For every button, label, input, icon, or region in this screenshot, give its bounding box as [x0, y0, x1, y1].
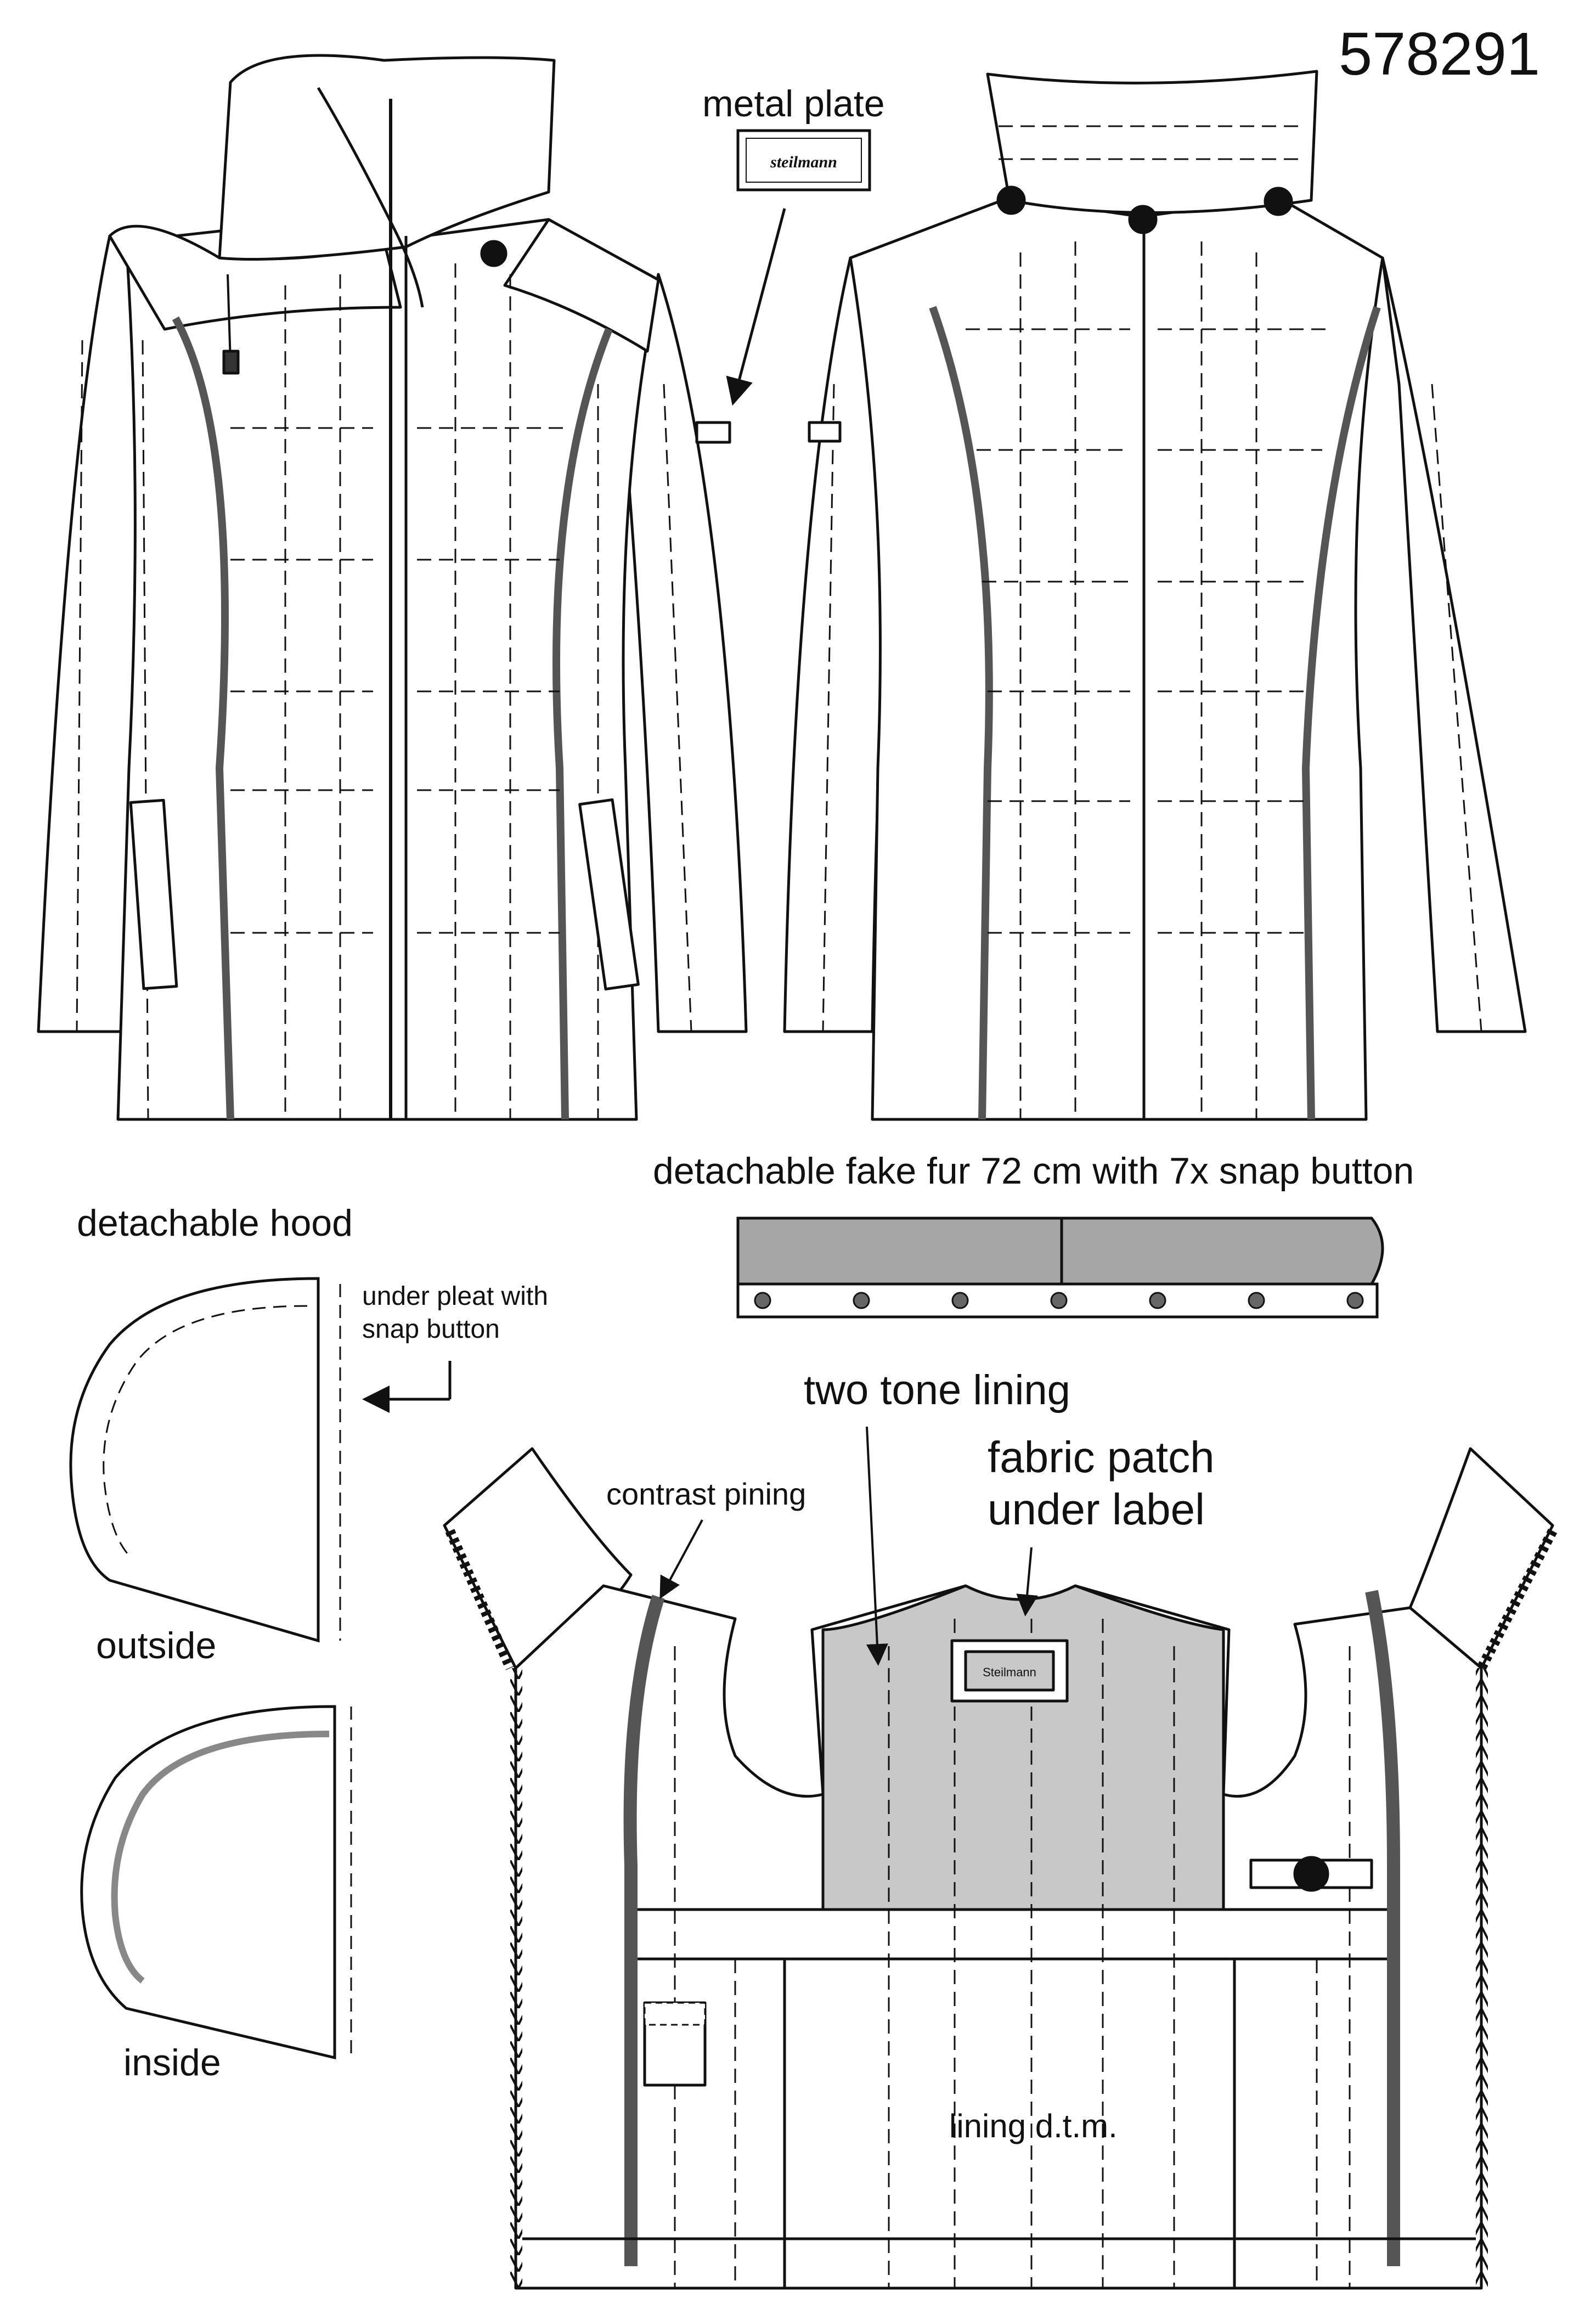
- article-number: 578291: [1339, 20, 1541, 88]
- snap-button: [754, 1292, 771, 1309]
- back-button-2: [1128, 205, 1158, 234]
- fabric-patch-label-2: under label: [988, 1485, 1205, 1534]
- lining-right-zipper: [1476, 1668, 1488, 2288]
- back-right-piping: [1302, 306, 1381, 1120]
- open-jacket-lining: [443, 1447, 1557, 2290]
- under-pleat-line1: under pleat with: [362, 1282, 548, 1311]
- back-view: [783, 70, 1527, 1121]
- hood-outside-label: outside: [96, 1625, 217, 1666]
- front-sleeve-plate: [695, 421, 731, 444]
- lining-dtm-label: lining d.t.m.: [949, 2108, 1118, 2144]
- lining-left-zipper: [510, 1668, 522, 2288]
- back-quilt-lines: [822, 125, 1482, 1119]
- front-body: [116, 218, 660, 1121]
- front-right-yoke: [503, 218, 660, 353]
- lining-left-piping: [623, 1595, 665, 2266]
- fake-fur-snaps: [754, 1292, 1364, 1309]
- back-collar: [986, 70, 1318, 214]
- hood-inside: [80, 1705, 352, 2060]
- back-body: [849, 196, 1384, 1121]
- lining-inner-tab-button: [1293, 1856, 1329, 1892]
- fake-fur-piece: [736, 1217, 1384, 1319]
- snap-button: [853, 1292, 870, 1309]
- metal-plate-callout: [726, 129, 871, 406]
- lining-brand-label: [964, 1650, 1055, 1692]
- two-tone-lining-arrow: [866, 1426, 888, 1666]
- front-collar: [218, 54, 556, 261]
- snap-button: [1050, 1292, 1068, 1309]
- front-collar-fold: [317, 87, 424, 308]
- hood-outside-shape: [69, 1277, 320, 1643]
- snap-button: [1248, 1292, 1265, 1309]
- lining-seams: [674, 1619, 1351, 2288]
- hood-outside: [69, 1277, 341, 1643]
- snap-button: [1346, 1292, 1364, 1309]
- fabric-patch-arrow: [1016, 1547, 1039, 1617]
- front-drawcord: [227, 274, 232, 363]
- front-left-piping: [172, 316, 234, 1120]
- metal-plate-brand: steilmann: [770, 153, 837, 171]
- back-button-1: [996, 185, 1026, 215]
- back-left-piping: [929, 306, 993, 1120]
- metal-plate-box: [736, 129, 871, 192]
- metal-plate-label: metal plate: [702, 83, 885, 125]
- front-view: [37, 54, 748, 1121]
- snap-button: [1149, 1292, 1166, 1309]
- two-tone-lining-label: two tone lining: [804, 1367, 1070, 1413]
- back-right-sleeve: [1381, 256, 1527, 1033]
- front-left-pocket: [129, 798, 178, 990]
- under-pleat-line2: snap button: [362, 1315, 500, 1344]
- front-right-pocket: [578, 798, 640, 991]
- hood-inside-label: inside: [123, 2042, 221, 2083]
- front-collar-button: [480, 240, 507, 267]
- contrast-pining-arrow: [659, 1519, 703, 1600]
- contrast-pining-label: contrast pining: [606, 1477, 807, 1511]
- lining-contrast-panel: [821, 1584, 1225, 1911]
- fake-fur-label: detachable fake fur 72 cm with 7x snap b…: [653, 1150, 1414, 1192]
- back-sleeve-plate: [808, 421, 842, 443]
- hood-inside-shape: [80, 1705, 336, 2060]
- fabric-patch-label-1: fabric patch: [988, 1433, 1215, 1482]
- metal-plate-arrow: [726, 208, 786, 406]
- hood-title: detachable hood: [77, 1202, 353, 1244]
- lining-label-brand: Steilmann: [983, 1665, 1036, 1679]
- lining-waist-band: [632, 1908, 1392, 1961]
- lining-right-piping: [1365, 1590, 1400, 2266]
- front-drawcord-stopper: [222, 350, 240, 375]
- snap-button: [951, 1292, 969, 1309]
- front-right-piping: [552, 328, 613, 1120]
- back-button-3: [1264, 187, 1293, 216]
